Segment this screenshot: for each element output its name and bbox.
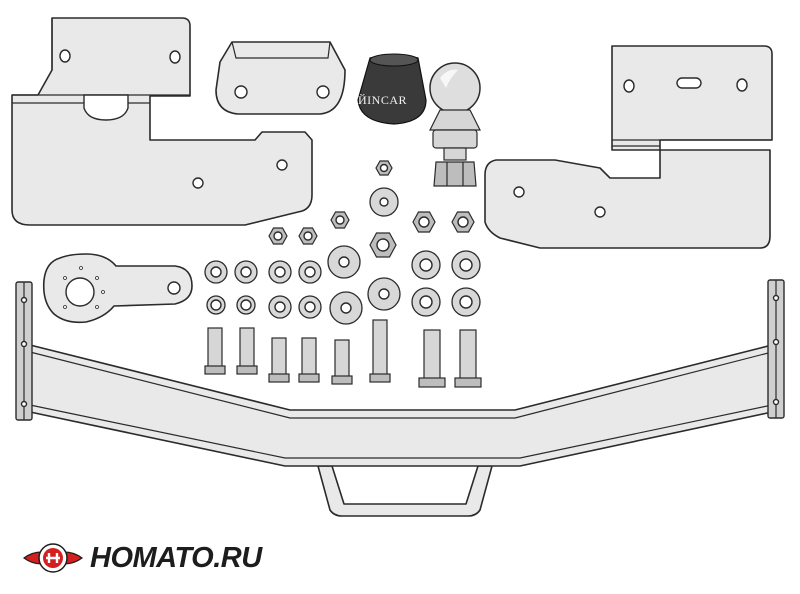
car-badge-logo-icon — [22, 543, 84, 573]
socket-plate — [42, 253, 193, 324]
brand-name: HOMATO.RU — [90, 541, 262, 574]
washers — [204, 187, 481, 325]
tow-ball — [429, 62, 481, 187]
right-mounting-bracket — [484, 45, 773, 249]
nuts — [268, 160, 475, 258]
brand-logo: HOMATO.RU — [22, 538, 262, 578]
center-mounting-plate — [215, 41, 346, 115]
cross-beam — [15, 279, 785, 517]
tow-ball-cap: ЙINCAR — [357, 53, 427, 125]
left-mounting-bracket — [11, 17, 313, 226]
cap-brand-label: ЙINCAR — [358, 93, 407, 107]
bolts — [204, 319, 482, 388]
